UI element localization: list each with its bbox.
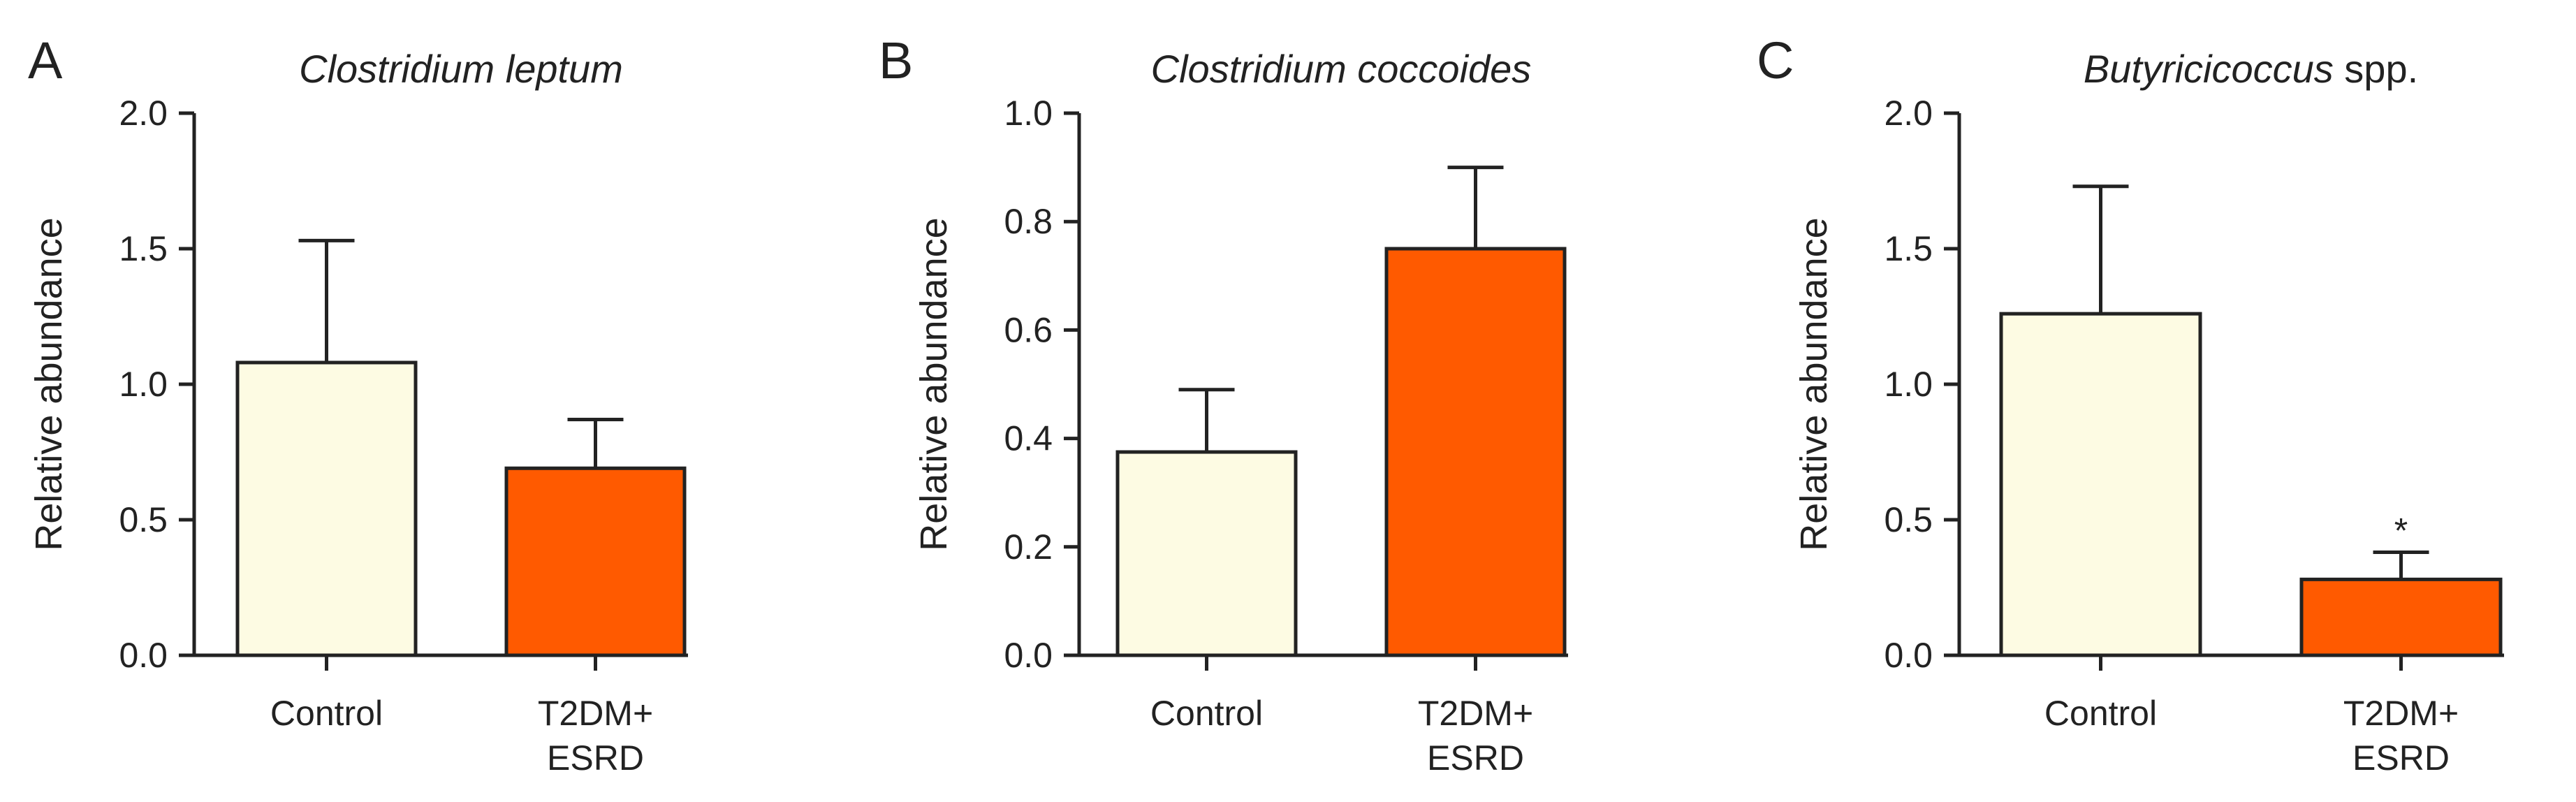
y-tick-label: 0.0 <box>1004 636 1053 675</box>
x-tick-label: Control <box>2044 694 2157 733</box>
y-tick-label: 0.5 <box>1884 500 1933 539</box>
chart-title-italic: Clostridium coccoides <box>1151 47 1532 91</box>
y-tick-label: 1.5 <box>119 229 168 268</box>
panel-letter: A <box>28 31 63 89</box>
y-tick-label: 1.0 <box>1004 94 1053 133</box>
y-tick-label: 2.0 <box>119 94 168 133</box>
significance-marker: * <box>2394 511 2408 551</box>
bar-t2dm-esrd <box>1384 247 1567 657</box>
panel-c: C Butyricicoccus spp. Relative abundance 0.… <box>1757 31 2504 778</box>
y-tick-label: 0.0 <box>1884 636 1933 675</box>
y-tick-label: 0.0 <box>119 636 168 675</box>
chart-title-italic: Butyricicoccus <box>2084 47 2334 91</box>
x-tick-label: T2DM+ <box>1418 694 1533 733</box>
bar-control <box>235 360 418 657</box>
x-tick-label: ESRD <box>1427 738 1524 778</box>
bar-t2dm-esrd <box>504 466 687 657</box>
panel-letter: B <box>879 31 913 89</box>
panel-letter: C <box>1757 31 1794 89</box>
y-axis-label: Relative abundance <box>913 217 955 551</box>
y-tick-label: 0.4 <box>1004 419 1053 458</box>
bar-control <box>1115 450 1298 657</box>
x-tick-label: Control <box>270 694 383 733</box>
chart-title-italic: Clostridium leptum <box>299 47 623 91</box>
bar-t2dm-esrd <box>2299 577 2503 657</box>
y-tick-label: 0.5 <box>119 500 168 539</box>
x-tick-label: T2DM+ <box>538 694 653 733</box>
x-tick-label: Control <box>1150 694 1263 733</box>
bar-control <box>1999 312 2202 657</box>
x-tick-label: T2DM+ <box>2343 694 2459 733</box>
y-tick-label: 2.0 <box>1884 94 1933 133</box>
y-tick-label: 0.2 <box>1004 527 1053 567</box>
x-tick-label: ESRD <box>547 738 644 778</box>
x-tick-label: ESRD <box>2352 738 2450 778</box>
chart-title: Butyricicoccus spp. <box>2084 47 2418 91</box>
y-tick-label: 0.8 <box>1004 202 1053 241</box>
chart-title-plain: spp. <box>2334 47 2418 91</box>
y-tick-label: 1.0 <box>1884 365 1933 404</box>
y-axis-label: Relative abundance <box>28 217 70 551</box>
chart-title: Clostridium leptum <box>299 47 623 91</box>
y-tick-label: 0.6 <box>1004 310 1053 349</box>
y-tick-label: 1.5 <box>1884 229 1933 268</box>
chart-title: Clostridium coccoides <box>1151 47 1532 91</box>
y-tick-label: 1.0 <box>119 365 168 404</box>
y-axis-label: Relative abundance <box>1793 217 1835 551</box>
